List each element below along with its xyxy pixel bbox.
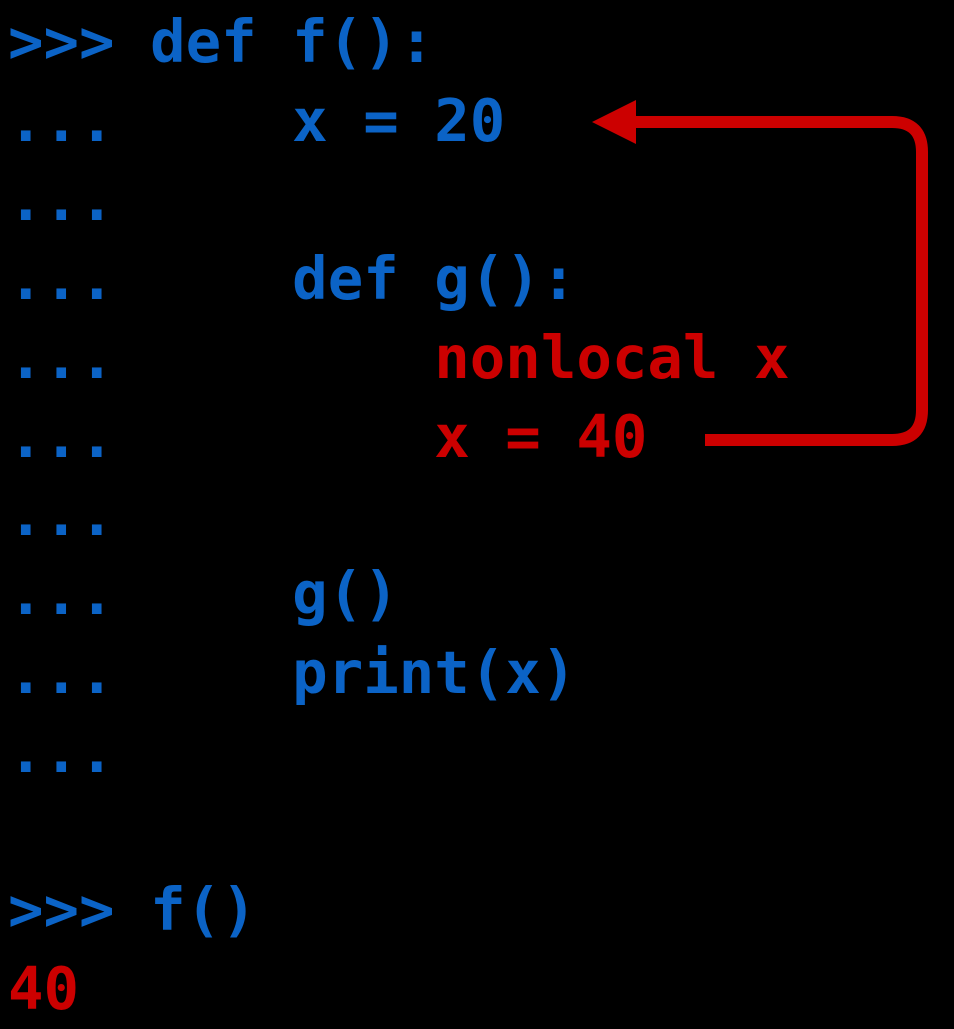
code-segment: ... bbox=[8, 480, 115, 550]
code-line-13: 40 bbox=[8, 954, 79, 1023]
code-line-3: ... bbox=[8, 165, 115, 234]
code-segment: >>> f() bbox=[8, 874, 257, 944]
code-segment: ... bbox=[8, 717, 115, 787]
code-segment: nonlocal x bbox=[434, 322, 790, 392]
code-segment: ... bbox=[8, 164, 115, 234]
code-segment: 40 bbox=[8, 953, 80, 1023]
code-segment: ... bbox=[8, 322, 435, 392]
code-segment: ... def g(): bbox=[8, 243, 577, 313]
code-segment: x = 40 bbox=[434, 401, 648, 471]
code-segment: ... x = 20 bbox=[8, 85, 506, 155]
code-line-9: ... print(x) bbox=[8, 638, 576, 707]
code-line-6: ... x = 40 bbox=[8, 402, 647, 471]
code-line-10: ... bbox=[8, 717, 115, 786]
code-line-1: >>> def f(): bbox=[8, 7, 434, 76]
code-line-12: >>> f() bbox=[8, 875, 257, 944]
code-segment: >>> def f(): bbox=[8, 7, 435, 76]
code-line-2: ... x = 20 bbox=[8, 86, 505, 155]
code-line-4: ... def g(): bbox=[8, 244, 576, 313]
code-segment: ... print(x) bbox=[8, 638, 577, 708]
code-segment: ... bbox=[8, 401, 435, 471]
code-segment: ... g() bbox=[8, 559, 399, 629]
code-line-7: ... bbox=[8, 480, 115, 549]
code-line-5: ... nonlocal x bbox=[8, 323, 789, 392]
python-repl-transcript: >>> def f(): ... x = 20 ... ... def g():… bbox=[8, 7, 789, 1023]
code-line-8: ... g() bbox=[8, 559, 399, 628]
